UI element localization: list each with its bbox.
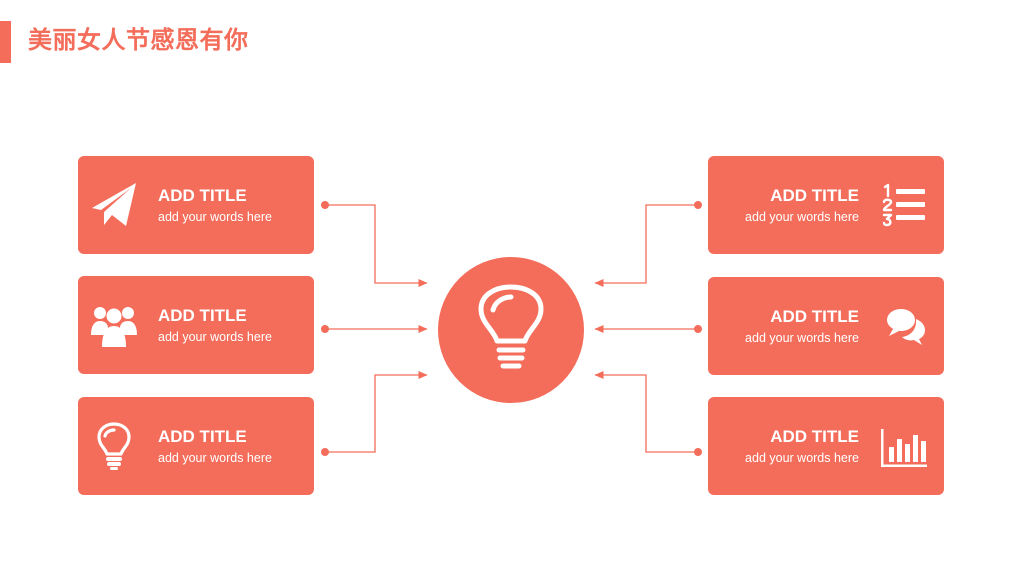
bar-chart-icon bbox=[879, 421, 929, 471]
card-title: ADD TITLE bbox=[770, 186, 859, 205]
lightbulb-outline-icon bbox=[89, 421, 139, 471]
connector-right-1 bbox=[594, 204, 698, 287]
card-title: ADD TITLE bbox=[158, 427, 247, 446]
card-title: ADD TITLE bbox=[158, 306, 247, 325]
connector-dot bbox=[321, 325, 329, 333]
card-left-3[interactable]: ADD TITLE add your words here bbox=[78, 397, 314, 495]
connector-dot bbox=[321, 201, 329, 209]
connector-dot bbox=[694, 201, 702, 209]
card-right-1[interactable]: ADD TITLE add your words here bbox=[708, 156, 944, 254]
chat-bubbles-icon bbox=[879, 301, 929, 351]
page-title: 美丽女人节感恩有你 bbox=[28, 26, 249, 54]
lightbulb-icon bbox=[478, 284, 544, 369]
central-hub bbox=[438, 257, 584, 403]
card-right-3[interactable]: ADD TITLE add your words here bbox=[708, 397, 944, 495]
card-title: ADD TITLE bbox=[158, 186, 247, 205]
card-subtitle: add your words here bbox=[158, 210, 272, 224]
connector-right-3 bbox=[594, 371, 698, 453]
numbered-list-icon bbox=[879, 180, 929, 230]
card-subtitle: add your words here bbox=[158, 451, 272, 465]
connector-left-1 bbox=[325, 204, 428, 287]
connector-dot bbox=[694, 325, 702, 333]
connector-dot bbox=[321, 448, 329, 456]
card-title: ADD TITLE bbox=[770, 307, 859, 326]
paper-plane-icon bbox=[89, 180, 139, 230]
card-left-1[interactable]: ADD TITLE add your words here bbox=[78, 156, 314, 254]
connector-left-3 bbox=[325, 371, 428, 453]
card-subtitle: add your words here bbox=[745, 451, 859, 465]
card-subtitle: add your words here bbox=[745, 331, 859, 345]
title-accent-bar bbox=[0, 21, 11, 63]
card-title: ADD TITLE bbox=[770, 427, 859, 446]
card-right-2[interactable]: ADD TITLE add your words here bbox=[708, 277, 944, 375]
card-subtitle: add your words here bbox=[158, 330, 272, 344]
card-subtitle: add your words here bbox=[745, 210, 859, 224]
people-group-icon bbox=[89, 300, 139, 350]
card-left-2[interactable]: ADD TITLE add your words here bbox=[78, 276, 314, 374]
connector-dot bbox=[694, 448, 702, 456]
